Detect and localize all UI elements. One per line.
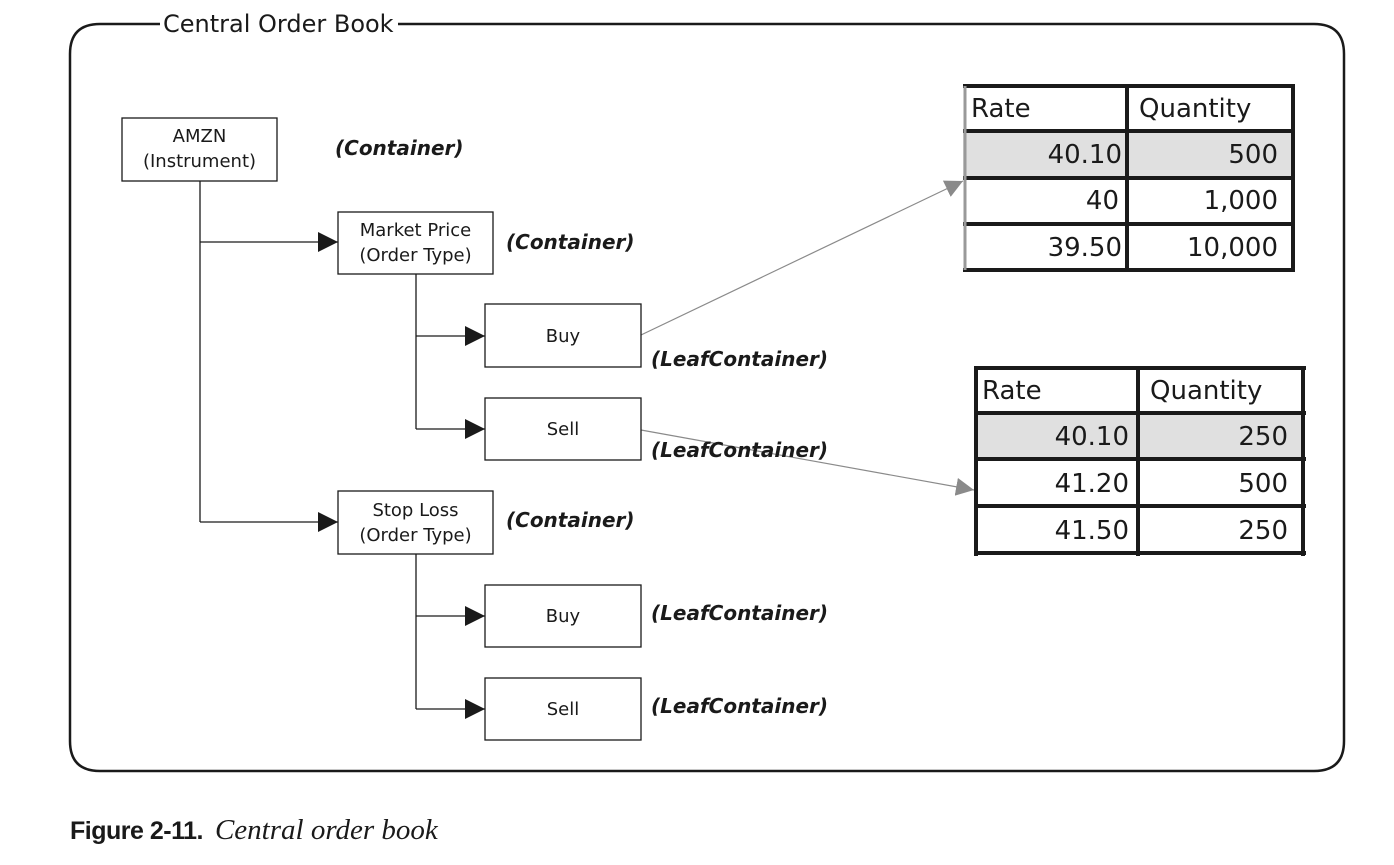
node-amzn: AMZN (Instrument) [121,117,278,182]
sell-table-rate: 40.10 [1055,422,1129,452]
buy-to-table-link [640,180,964,336]
role-label-market-price: (Container) [506,230,635,254]
figure-caption: Figure 2-11. Central order book [70,814,438,847]
node-stop-loss: Stop Loss (Order Type) [337,490,494,555]
node-amzn-name: AMZN [173,126,227,147]
node-market-price-type: (Order Type) [359,245,471,266]
buy-table-quantity: 500 [1228,140,1278,170]
node-market-sell: Sell [484,397,642,461]
sell-table-header-rate: Rate [982,376,1042,406]
diagram: Central Order Book AMZN (Instrument) (Co… [68,10,1346,773]
sell-order-table: Rate Quantity 40.10 250 41.20 500 41.50 … [974,366,1306,556]
role-label-market-sell: (LeafContainer) [651,438,828,462]
node-amzn-type: (Instrument) [143,151,256,172]
node-market-sell-label: Sell [547,419,580,440]
node-stop-buy-label: Buy [546,606,581,627]
group-title: Central Order Book [163,10,394,38]
sell-table-rate: 41.50 [1055,516,1129,546]
group-frame [68,22,1346,773]
role-label-stop-buy: (LeafContainer) [651,601,828,625]
figure-number: Figure 2-11. [70,817,203,845]
buy-table-quantity: 1,000 [1204,186,1278,216]
node-market-price: Market Price (Order Type) [337,211,494,275]
role-label-stop-loss: (Container) [506,508,635,532]
tree-connectors [199,181,485,719]
node-market-buy: Buy [484,303,642,368]
node-market-buy-label: Buy [546,326,581,347]
order-book-group: Central Order Book [68,10,1346,773]
role-label-stop-sell: (LeafContainer) [651,694,828,718]
buy-table-header-rate: Rate [971,94,1031,124]
node-stop-loss-type: (Order Type) [359,525,471,546]
sell-table-quantity: 250 [1238,422,1288,452]
node-stop-buy: Buy [484,584,642,648]
buy-table-rate: 39.50 [1048,233,1122,263]
buy-table-header-quantity: Quantity [1139,94,1251,124]
sell-table-quantity: 500 [1238,469,1288,499]
sell-table-header-quantity: Quantity [1150,376,1262,406]
sell-table-rate: 41.20 [1055,469,1129,499]
sell-table-quantity: 250 [1238,516,1288,546]
node-market-price-name: Market Price [360,220,472,241]
node-stop-sell: Sell [484,677,642,741]
buy-table-rate: 40 [1086,186,1119,216]
buy-table-rate: 40.10 [1048,140,1122,170]
node-stop-loss-name: Stop Loss [372,500,458,521]
table-links [640,180,975,496]
buy-table-quantity: 10,000 [1187,233,1278,263]
figure-caption-text: Central order book [214,814,438,846]
buy-order-table: Rate Quantity 40.10 500 40 1,000 39.50 1… [963,84,1295,272]
role-label-amzn: (Container) [335,136,464,160]
sell-to-table-link [640,429,975,496]
role-label-market-buy: (LeafContainer) [651,347,828,371]
node-stop-sell-label: Sell [547,699,580,720]
